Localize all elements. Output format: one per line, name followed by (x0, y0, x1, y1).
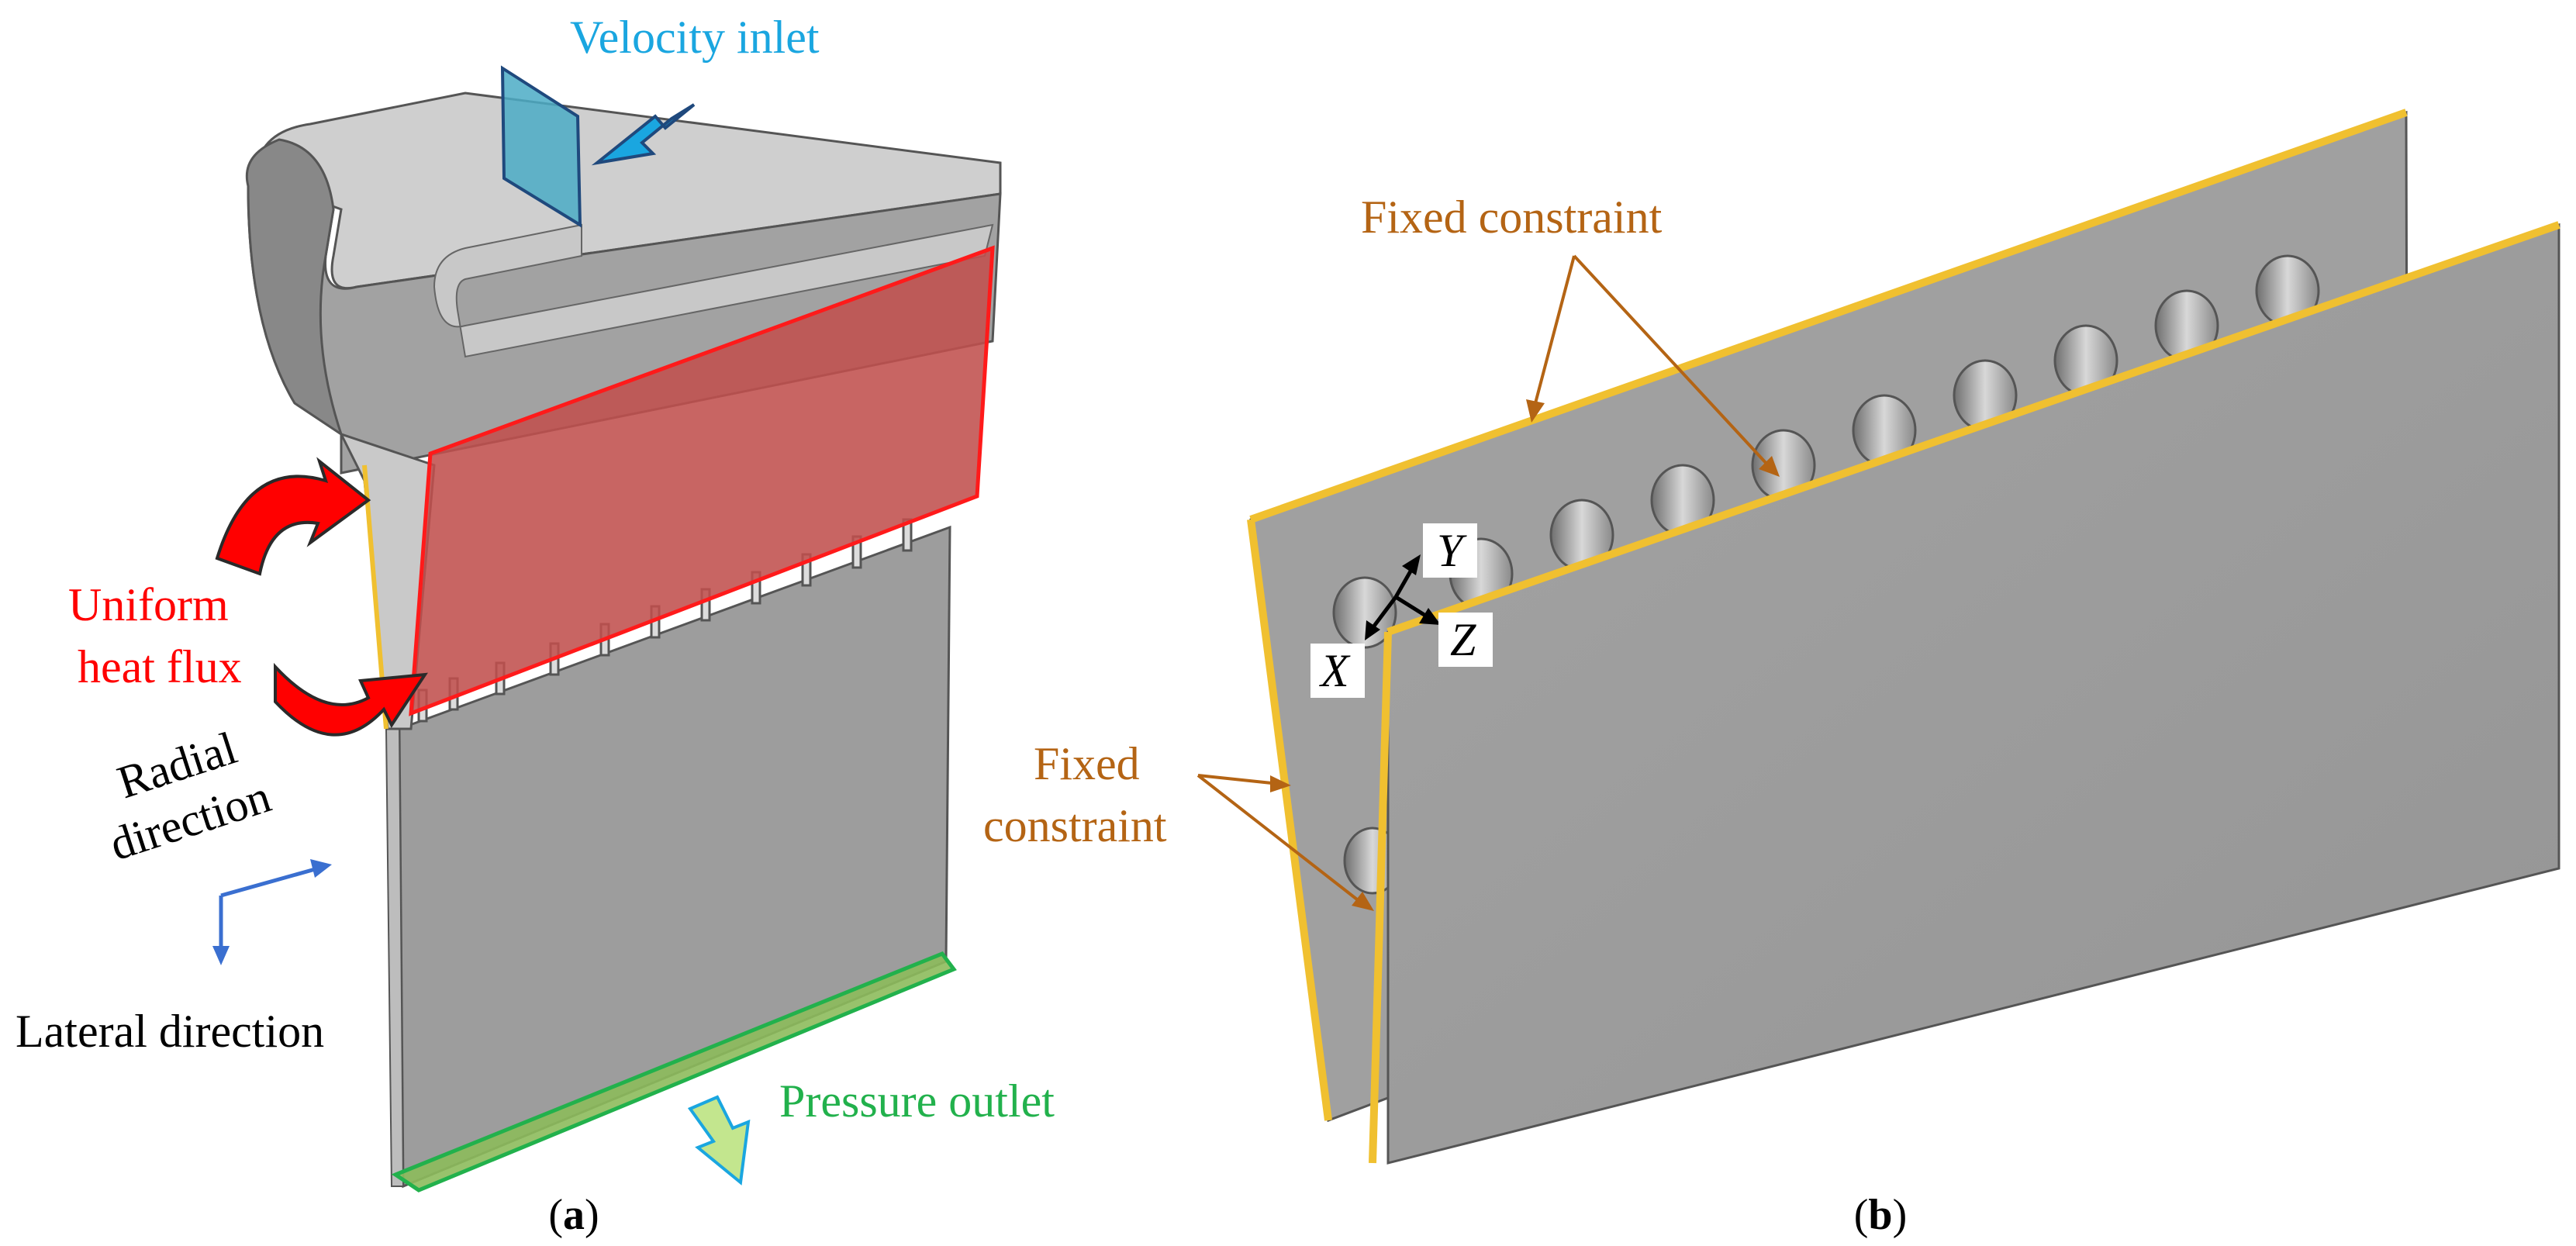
axis-z-box (1438, 613, 1493, 667)
tube-plate-edge (385, 728, 405, 1187)
header-block (245, 91, 1002, 475)
heat-flux-surface (409, 245, 995, 716)
velocity-inlet-plane (500, 65, 582, 228)
back-plate-yellow-edge-top (1249, 109, 2408, 523)
fixed-constraint-top-arrows (1526, 254, 1780, 477)
velocity-inlet-label: Velocity inlet (570, 12, 820, 63)
pressure-outlet-arrow (687, 1095, 751, 1186)
front-plate-yellow-edge-left (1369, 631, 1392, 1164)
lateral-direction-label: Lateral direction (16, 1006, 324, 1057)
axis-x-label: X (1319, 645, 1351, 696)
axis-x-box (1310, 644, 1365, 698)
neck (339, 432, 436, 730)
axis-z-label: Z (1450, 614, 1476, 665)
heat-flux-arrow-upper (215, 457, 371, 576)
front-plate-yellow-edge-top (1386, 221, 2560, 636)
velocity-inlet-arrow (591, 103, 696, 166)
direction-axes (212, 859, 332, 965)
panel-b: Fixed constraint Fixed constraint Y (983, 109, 2560, 1239)
fixed-constraint-left-label-line2: constraint (983, 800, 1167, 851)
fixed-constraint-left-label-line1: Fixed (1034, 738, 1140, 789)
panel-a: Velocity inlet Uniform heat flux Radial … (16, 12, 1055, 1239)
back-plate-yellow-edge-left (1247, 519, 1332, 1121)
pressure-outlet-label: Pressure outlet (779, 1075, 1055, 1127)
heat-flux-label-line1: Uniform (68, 579, 229, 630)
coordinate-axes (1365, 554, 1441, 640)
axis-y-box (1423, 523, 1477, 578)
pressure-outlet-surface (391, 951, 957, 1193)
heat-flux-label-line2: heat flux (78, 641, 242, 692)
axis-y-label: Y (1437, 525, 1467, 576)
heat-flux-arrow-lower (274, 662, 428, 737)
caption-b: (b) (1854, 1191, 1907, 1239)
fixed-constraint-left-arrows (1196, 774, 1374, 911)
fixed-constraint-top-label: Fixed constraint (1361, 192, 1663, 243)
caption-a: (a) (548, 1191, 599, 1239)
